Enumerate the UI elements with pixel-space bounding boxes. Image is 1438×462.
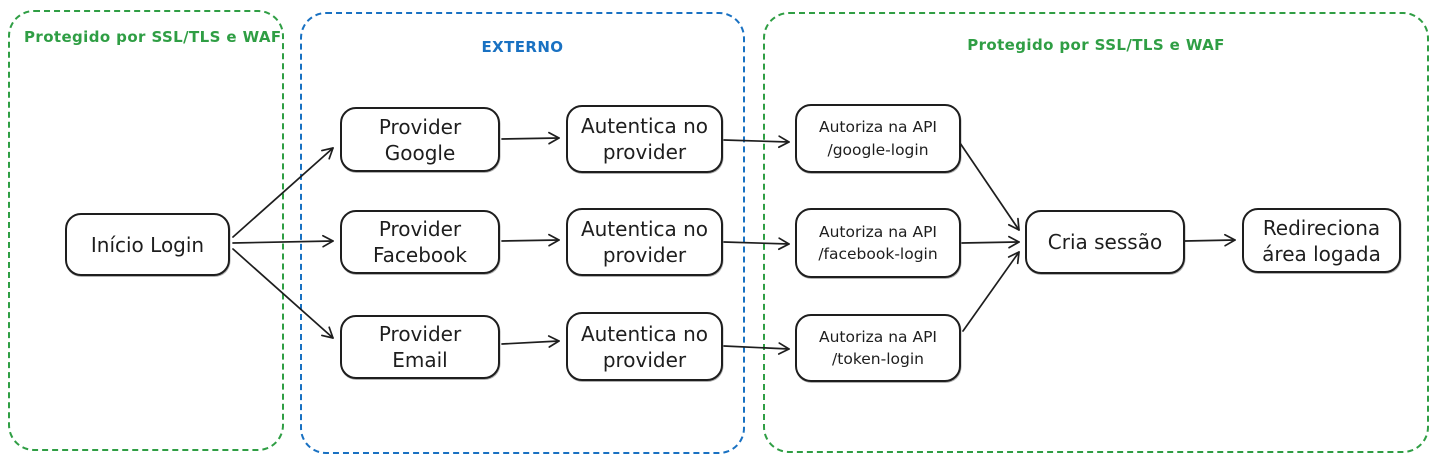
node-provider-facebook[interactable]: Provider Facebook xyxy=(340,210,500,274)
node-api-facebook-login[interactable]: Autoriza na API /facebook-login xyxy=(795,208,961,278)
node-api-token-login[interactable]: Autoriza na API /token-login xyxy=(795,314,961,382)
node-api-google-login[interactable]: Autoriza na API /google-login xyxy=(795,104,961,173)
node-redireciona-area-logada[interactable]: Redireciona área logada xyxy=(1242,208,1401,273)
zone-protected-left-label: Protegido por SSL/TLS e WAF xyxy=(24,28,282,46)
node-autentica-provider-google[interactable]: Autentica no provider xyxy=(566,105,723,173)
zone-protected-right: Protegido por SSL/TLS e WAF xyxy=(763,12,1429,453)
node-provider-google[interactable]: Provider Google xyxy=(340,107,500,172)
node-autentica-provider-email[interactable]: Autentica no provider xyxy=(566,312,723,381)
node-inicio-login[interactable]: Início Login xyxy=(65,213,230,276)
zone-externo-label: EXTERNO xyxy=(481,38,564,56)
zone-protected-right-label: Protegido por SSL/TLS e WAF xyxy=(967,36,1225,54)
node-provider-email[interactable]: Provider Email xyxy=(340,315,500,379)
node-autentica-provider-facebook[interactable]: Autentica no provider xyxy=(566,208,723,276)
node-cria-sessao[interactable]: Cria sessão xyxy=(1025,210,1185,274)
